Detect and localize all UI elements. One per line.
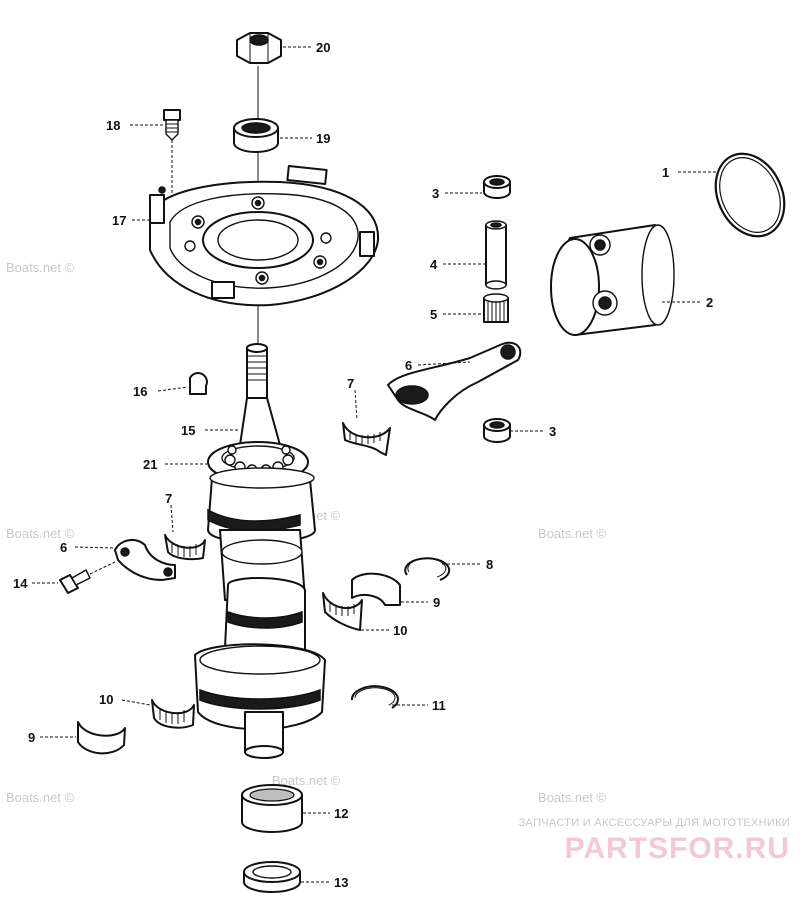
callout-19: 19 [316,131,330,146]
part-12-roller-bearing [241,784,303,833]
callout-15: 15 [181,423,195,438]
callout-20: 20 [316,40,330,55]
callout-18: 18 [106,118,120,133]
part-8-circlip [404,557,451,581]
part-18-screw [163,109,181,205]
callout-11: 11 [432,698,446,713]
callouts: 20 19 18 17 1 2 3 4 5 6 3 7 16 15 21 7 6… [13,40,713,890]
callout-7-top: 7 [347,376,354,391]
watermark: Boats.net © [6,790,75,805]
callout-9-right: 9 [433,595,440,610]
part-11-circlip [350,685,399,709]
part-3-washer-top [483,175,511,199]
callout-5: 5 [430,307,437,322]
part-14-bolt [59,561,116,594]
part-7-bearing-half-a [342,422,391,456]
callout-1: 1 [662,165,669,180]
part-10-needle-cage-a [322,592,363,631]
callout-17: 17 [112,213,126,228]
brand-name: PARTSFOR.RU [565,832,790,865]
part-17-plate [149,165,380,307]
part-9-bearing-half-b [77,721,126,755]
part-20-nut [236,32,282,64]
callout-10-right: 10 [393,623,407,638]
watermark: Boats.net © [538,790,607,805]
part-6-rod-cap [114,538,176,581]
callout-2: 2 [706,295,713,310]
brand-tagline: ЗАПЧАСТИ И АКСЕССУАРЫ ДЛЯ МОТОТЕХНИКИ [519,817,790,829]
part-13-seal [243,861,301,893]
part-5-needle-bearing [483,293,509,323]
watermark: Boats.net © [6,526,75,541]
callout-10-left: 10 [99,692,113,707]
part-9-bearing-half-a [351,572,401,606]
watermark: Boats.net © [6,260,75,275]
callout-6-left: 6 [60,540,67,555]
part-16-key [189,372,208,395]
brand-logo: ЗАПЧАСТИ И АКСЕССУАРЫ ДЛЯ МОТОТЕХНИКИ PA… [519,817,790,865]
watermark: Boats.net © [538,526,607,541]
callout-6-top: 6 [405,358,412,373]
callout-4: 4 [430,257,438,272]
part-2-piston [550,224,675,336]
callout-12: 12 [334,806,348,821]
part-19-washer [233,118,279,153]
callout-16: 16 [133,384,147,399]
callout-7-left: 7 [165,491,172,506]
callout-14: 14 [13,576,28,591]
part-15-crankshaft [194,343,326,759]
part-1-piston-ring [714,152,786,238]
callout-3-top: 3 [432,186,439,201]
watermark: Boats.net © [272,773,341,788]
callout-13: 13 [334,875,348,890]
part-7-bearing-half-b [164,534,206,561]
part-4-pin [485,220,507,290]
callout-9-left: 9 [28,730,35,745]
callout-3-bottom: 3 [549,424,556,439]
part-6-connecting-rod [387,341,522,421]
callout-21: 21 [143,457,157,472]
part-10-needle-cage-b [151,699,195,729]
part-3-washer-bottom [483,418,511,443]
callout-8: 8 [486,557,493,572]
leader-lines [32,46,718,883]
